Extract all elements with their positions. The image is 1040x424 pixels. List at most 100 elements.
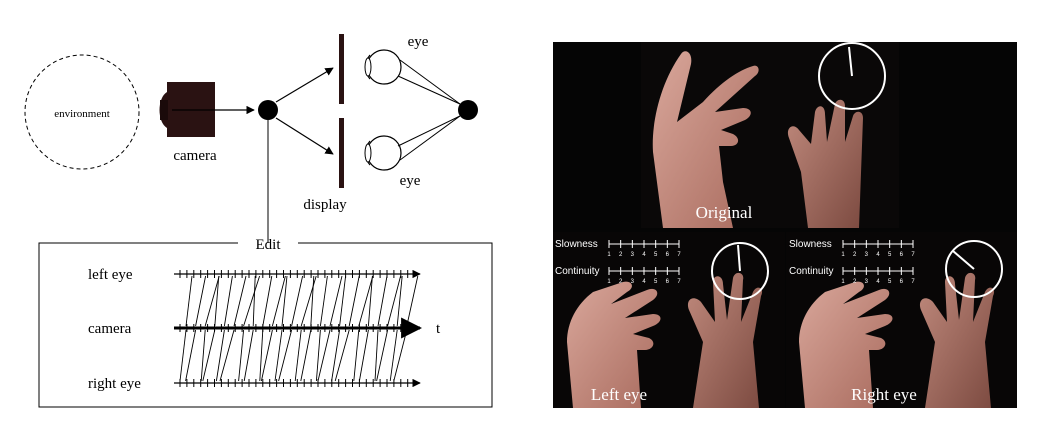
eye-bottom-icon — [364, 135, 402, 171]
right-eye-mapping-line — [259, 329, 264, 382]
right-eye-mapping-line — [376, 329, 389, 382]
left-eye-mapping-line — [262, 275, 273, 327]
right-eye-mapping-line — [317, 329, 331, 382]
right-eye-mapping-line — [334, 329, 350, 382]
scale-number: 1 — [841, 279, 845, 285]
left-eye-mapping-line — [329, 275, 343, 327]
right-eye-mapping-line — [315, 329, 321, 382]
right-eye-mapping-line — [215, 329, 225, 382]
scale-number: 3 — [631, 252, 635, 258]
scale-number: 2 — [853, 252, 857, 258]
edit-box — [38, 242, 493, 408]
left-eye-mapping-line — [358, 275, 374, 327]
scale-number: 7 — [677, 279, 681, 285]
left-continuity-label: Continuity — [555, 266, 599, 277]
right-dial-icon — [945, 240, 1003, 298]
right-eye-mapping-line — [185, 329, 197, 382]
right-eye-caption: Right eye — [851, 385, 917, 404]
left-eye-mapping-line — [233, 275, 247, 327]
right-eye-mapping-line — [200, 329, 206, 382]
brain-node — [458, 100, 478, 120]
left-eye-mapping-line — [281, 275, 288, 327]
left-slowness-scale: 1 2 3 4 5 6 7 — [607, 240, 681, 258]
scale-number: 1 — [607, 252, 611, 258]
left-eye-mapping-line — [185, 275, 193, 327]
scale-number: 5 — [654, 279, 658, 285]
right-eye-mapping-line — [243, 329, 254, 382]
left-eye-mapping-line — [367, 275, 373, 327]
scale-number: 7 — [911, 279, 915, 285]
left-eye-mapping-line — [214, 275, 220, 327]
stereo-edit-diagram: environment camera display eye eye Edit … — [24, 34, 493, 408]
left-eye-mapping-line — [291, 275, 304, 327]
scale-number: 5 — [888, 252, 892, 258]
left-dial-icon — [711, 242, 769, 300]
scale-number: 3 — [865, 252, 869, 258]
right-eye-mapping-line — [278, 329, 293, 382]
right-eye-mapping-line — [238, 329, 245, 382]
scale-number: 7 — [677, 252, 681, 258]
scale-number: 5 — [888, 279, 892, 285]
eye-bottom-connector — [397, 115, 461, 147]
scale-number: 6 — [900, 279, 904, 285]
edit-node — [258, 100, 278, 120]
timeline-ticks — [179, 270, 409, 387]
display-top — [339, 34, 344, 104]
left-eye-mapping-line — [204, 275, 220, 327]
left-eye-mapping-line — [319, 275, 328, 327]
node-to-bottom-display-arrow — [275, 117, 334, 155]
left-eye-mapping-line — [387, 275, 402, 327]
left-eye-mapping-line — [300, 275, 317, 327]
edit-label: Edit — [256, 237, 282, 253]
scale-number: 4 — [642, 252, 646, 258]
right-dial-needle — [952, 250, 975, 270]
left-eye-mapping-line — [310, 275, 315, 327]
right-eye-mapping-line — [219, 329, 235, 382]
frame-mapping-lines — [179, 275, 419, 382]
eye-top-connector-2 — [399, 59, 461, 105]
left-eye-mapping-line — [406, 275, 419, 327]
left-eye-mapping-line — [396, 275, 403, 327]
right-eye-mapping-line — [331, 329, 341, 382]
scale-number: 5 — [654, 252, 658, 258]
time-axis-label: t — [436, 321, 441, 337]
scale-number: 7 — [911, 252, 915, 258]
scale-number: 2 — [619, 279, 623, 285]
right-eye-mapping-line — [179, 329, 187, 382]
scale-number: 3 — [631, 279, 635, 285]
scale-number: 2 — [853, 279, 857, 285]
right-eye-mapping-line — [389, 329, 398, 382]
right-eye-mapping-line — [393, 329, 408, 382]
right-continuity-label: Continuity — [789, 266, 833, 277]
scale-number: 4 — [876, 252, 880, 258]
right-eye-mapping-line — [358, 329, 369, 382]
display-bottom — [339, 118, 344, 188]
scale-number: 6 — [666, 252, 670, 258]
eye-top-connector — [397, 75, 461, 105]
right-eye-mapping-line — [294, 329, 302, 382]
environment-label: environment — [54, 108, 110, 120]
eye-bottom-label: eye — [400, 173, 421, 189]
right-slowness-label: Slowness — [789, 239, 832, 250]
right-eye-mapping-line — [274, 329, 283, 382]
eye-bottom-connector-2 — [399, 115, 461, 161]
left-eye-mapping-line — [348, 275, 360, 327]
left-eye-mapping-line — [252, 275, 256, 327]
right-eye-mapping-line — [260, 329, 273, 382]
scale-number: 1 — [841, 252, 845, 258]
left-eye-caption: Left eye — [591, 385, 647, 404]
camera-label: camera — [173, 148, 217, 164]
right-eye-mapping-line — [353, 329, 360, 382]
original-dial-needle — [848, 46, 853, 77]
node-to-top-display-arrow — [275, 67, 334, 103]
right-eye-mapping-line — [374, 329, 379, 382]
left-eye-mapping-line — [271, 275, 286, 327]
scale-number: 4 — [642, 279, 646, 285]
scale-number: 3 — [865, 279, 869, 285]
right-eye-mapping-line — [202, 329, 216, 382]
scale-number: 2 — [619, 252, 623, 258]
